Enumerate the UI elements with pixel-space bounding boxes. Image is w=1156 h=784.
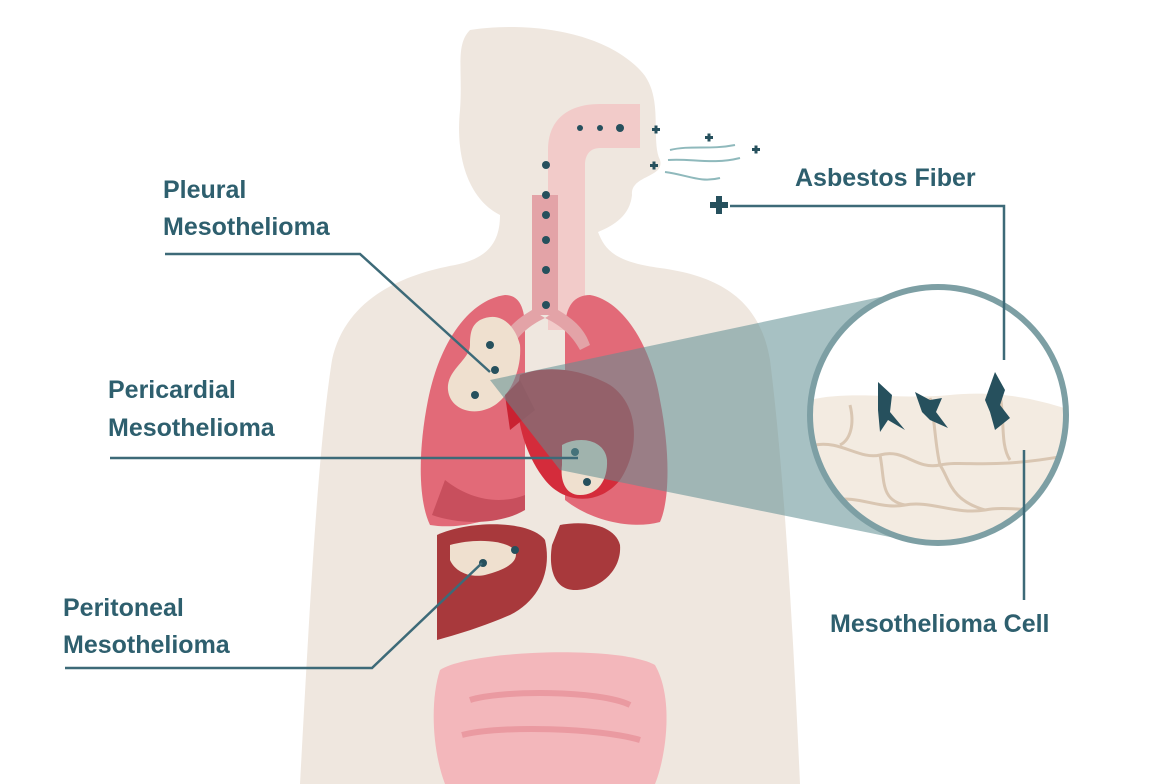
asbestos-fiber-shards bbox=[878, 372, 1010, 432]
peritoneal-tumor bbox=[450, 540, 516, 576]
airborne-fibers bbox=[650, 125, 760, 181]
pericardial-label-line1: Pericardial bbox=[108, 376, 236, 404]
pleural-label-line1: Pleural bbox=[163, 176, 246, 204]
intestines bbox=[433, 652, 667, 784]
mesothelioma-cell-label: Mesothelioma Cell bbox=[830, 610, 1050, 638]
magnifier-beam bbox=[490, 296, 905, 540]
pleural-leader bbox=[165, 252, 491, 373]
peritoneal-leader bbox=[65, 562, 483, 670]
asbestos-leader bbox=[730, 204, 1006, 360]
leader-lines bbox=[65, 204, 1026, 670]
asbestos-fiber-label: Asbestos Fiber bbox=[795, 164, 976, 192]
pleural-label-line2: Mesothelioma bbox=[163, 213, 331, 241]
inhaled-fiber-markers bbox=[471, 124, 624, 567]
peritoneal-label-line1: Peritoneal bbox=[63, 594, 184, 622]
airway bbox=[548, 104, 640, 330]
magnifier-lens bbox=[807, 284, 1069, 546]
pericardial-label-line2: Mesothelioma bbox=[108, 414, 276, 442]
asbestos-fiber-marker bbox=[710, 196, 728, 214]
peritoneal-label-line2: Mesothelioma bbox=[63, 631, 231, 659]
liver bbox=[437, 523, 621, 640]
